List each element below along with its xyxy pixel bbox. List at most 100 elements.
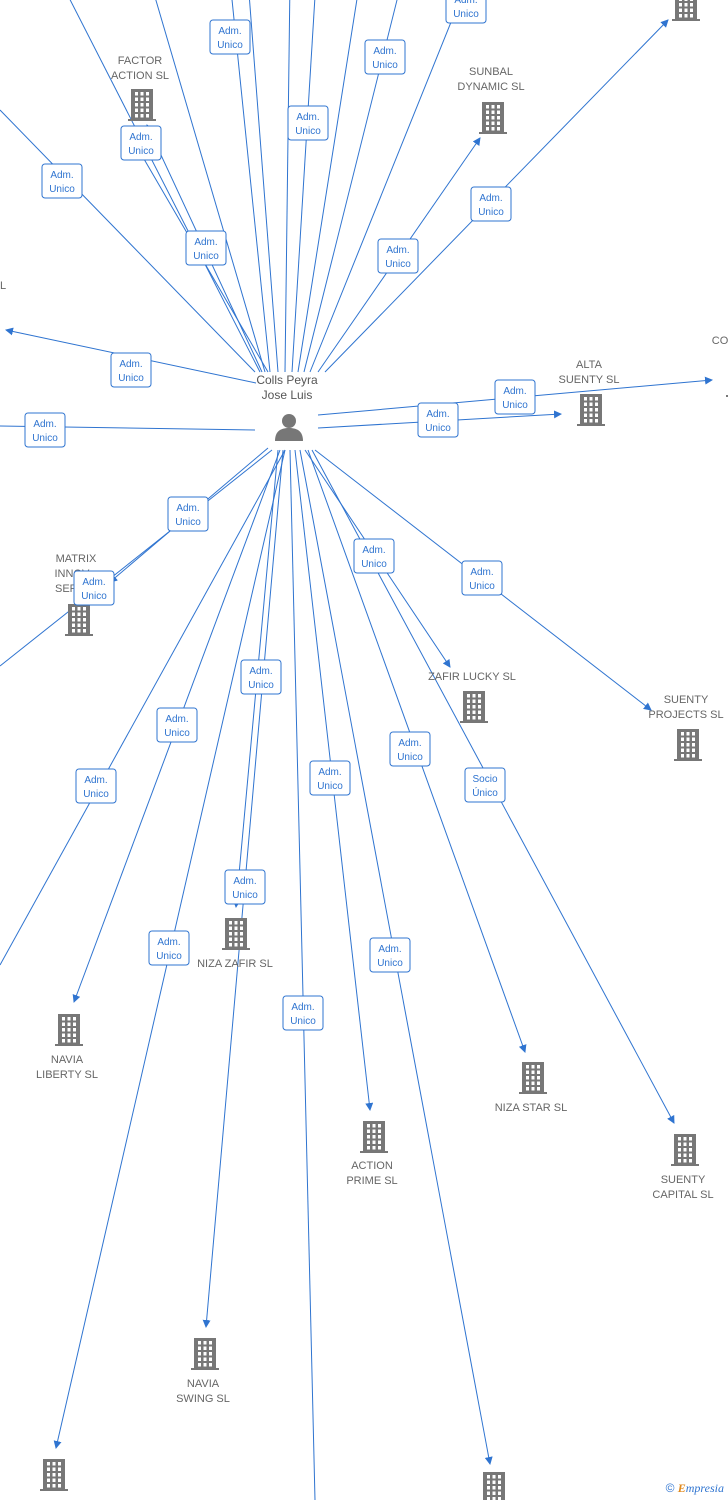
company-node-niza_zafir[interactable]: NIZA ZAFIR SL: [197, 918, 273, 970]
company-label: SUENTY: [664, 694, 709, 706]
company-node-factor[interactable]: FACTOR ACTION SL: [111, 55, 169, 121]
relation-badge[interactable]: Adm.Unico: [369, 937, 411, 973]
relation-badge[interactable]: Adm.Unico: [73, 570, 115, 606]
company-node-co[interactable]: CO: [712, 335, 728, 397]
building-icon: [65, 604, 93, 636]
relation-label: Unico: [164, 728, 190, 739]
company-label: L: [0, 280, 6, 292]
relation-badge[interactable]: Adm. Unico: [353, 538, 395, 574]
relation-badge[interactable]: Adm.Unico: [389, 731, 431, 767]
relation-label: Adm.: [386, 245, 409, 256]
relation-label: Adm.: [233, 876, 256, 887]
company-label: DYNAMIC SL: [457, 81, 524, 93]
building-icon: [671, 1134, 699, 1166]
copyright-icon: ©: [665, 1481, 675, 1495]
relation-badge[interactable]: Adm.Unico: [461, 560, 503, 596]
edge-line: [309, 0, 461, 373]
relation-label: Adm.: [157, 937, 180, 948]
company-label: ACTION SL: [111, 70, 169, 82]
relation-label: Unico: [290, 1016, 316, 1027]
relation-badge[interactable]: Adm.Unico: [185, 230, 227, 266]
relation-label: Adm.: [296, 112, 319, 123]
person-icon: [275, 414, 303, 441]
relation-badge[interactable]: Adm.Unico: [75, 768, 117, 804]
relation-badge[interactable]: Adm.Unico: [240, 659, 282, 695]
relation-badge[interactable]: Adm.Unico: [377, 238, 419, 274]
building-icon: [479, 102, 507, 134]
building-icon: [726, 395, 728, 397]
relation-label: Adm.: [470, 567, 493, 578]
company-node-navia_swing[interactable]: NAVIA SWING SL: [176, 1338, 230, 1405]
person-node[interactable]: Colls Peyra Jose Luis: [256, 373, 318, 441]
edge-line: [297, 0, 358, 373]
relation-label: Adm.: [503, 386, 526, 397]
relation-badge[interactable]: Adm.Unico: [470, 186, 512, 222]
relation-badge[interactable]: Adm.Unico: [364, 39, 406, 75]
relation-label: Adm.: [398, 738, 421, 749]
building-icon: [577, 394, 605, 426]
company-label: CAPITAL SL: [652, 1189, 713, 1201]
relation-badge[interactable]: Adm.Unico: [167, 496, 209, 532]
relation-badge[interactable]: Adm.Unico: [110, 352, 152, 388]
company-node-topright[interactable]: [672, 0, 700, 21]
company-node-bottom_left[interactable]: [40, 1459, 68, 1491]
company-label: LIBERTY SL: [36, 1069, 98, 1081]
relation-label: Unico: [425, 423, 451, 434]
relation-badge[interactable]: Adm.Unico: [309, 760, 351, 796]
relation-label: Adm.: [33, 419, 56, 430]
company-label: SUENTY: [661, 1174, 706, 1186]
relation-badge[interactable]: Adm.Unico: [209, 19, 251, 55]
badges-layer: Adm.UnicoAdm.UnicoAdm.UnicoAdm.UnicoAdm.…: [24, 0, 536, 1031]
relation-label: Unico: [361, 559, 387, 570]
company-node-suenty_cap[interactable]: SUENTY CAPITAL SL: [652, 1134, 714, 1201]
relation-badge[interactable]: Adm.Unico: [120, 125, 162, 161]
company-node-niza_star[interactable]: NIZA STAR SL: [495, 1062, 568, 1114]
company-node-leftl[interactable]: L: [0, 272, 6, 304]
company-label: NAVIA: [51, 1054, 84, 1066]
building-icon: [360, 1121, 388, 1153]
relation-badge[interactable]: Adm.Unico: [41, 163, 83, 199]
relation-badge[interactable]: Adm.Unico: [417, 402, 459, 438]
relation-label: Adm.: [129, 132, 152, 143]
company-label: SWING SL: [176, 1393, 230, 1405]
person-name-line2: Jose Luis: [262, 388, 313, 402]
relation-badge[interactable]: Adm.Unico: [282, 995, 324, 1031]
relation-label: Adm.: [454, 0, 477, 6]
company-label: NAVIA: [187, 1378, 220, 1390]
edge-line: [155, 0, 266, 373]
company-node-zafir[interactable]: ZAFIR LUCKY SL: [428, 671, 516, 723]
relation-badge[interactable]: Adm. Unico: [148, 930, 190, 966]
company-node-bottom_right[interactable]: [480, 1472, 508, 1500]
relation-badge[interactable]: Adm. Unico: [287, 105, 329, 141]
edge-line: [0, 109, 256, 373]
company-label: FACTOR: [118, 55, 162, 67]
edge-line: [0, 449, 286, 966]
relation-label: Adm.: [362, 545, 385, 556]
company-node-navia_lib[interactable]: NAVIA LIBERTY SL: [36, 1014, 98, 1081]
relation-label: Adm.: [119, 359, 142, 370]
relation-badge[interactable]: Adm.Unico: [156, 707, 198, 743]
relation-label: Adm.: [84, 775, 107, 786]
relation-badge[interactable]: Adm.Unico: [224, 869, 266, 905]
relation-badge[interactable]: Adm.Unico: [494, 379, 536, 415]
relation-label: Unico: [156, 951, 182, 962]
building-icon: [191, 1338, 219, 1370]
relation-label: Adm.: [479, 193, 502, 204]
relation-label: Unico: [295, 126, 321, 137]
building-icon: [55, 1014, 83, 1046]
footer-brand[interactable]: © Empresia: [666, 1481, 724, 1496]
relation-badge[interactable]: Adm.Unico: [24, 412, 66, 448]
relation-label: Adm.: [378, 944, 401, 955]
relation-badge[interactable]: Adm.Unico: [445, 0, 487, 24]
relation-label: Unico: [248, 680, 274, 691]
building-icon: [672, 0, 700, 21]
relation-label: Adm.: [318, 767, 341, 778]
edge-line: [0, 449, 273, 667]
